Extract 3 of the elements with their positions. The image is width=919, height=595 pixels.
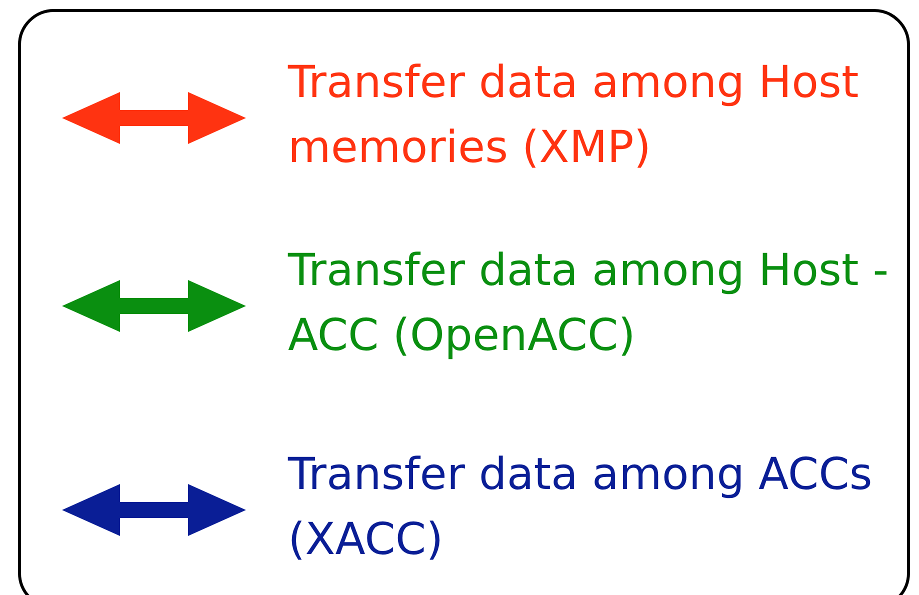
legend-text: Transfer data among Host - ACC (OpenACC): [288, 244, 890, 363]
legend-text: Transfer data among ACCs (XACC): [288, 448, 874, 567]
legend-text: Transfer data among Host memories (XMP): [288, 56, 860, 175]
